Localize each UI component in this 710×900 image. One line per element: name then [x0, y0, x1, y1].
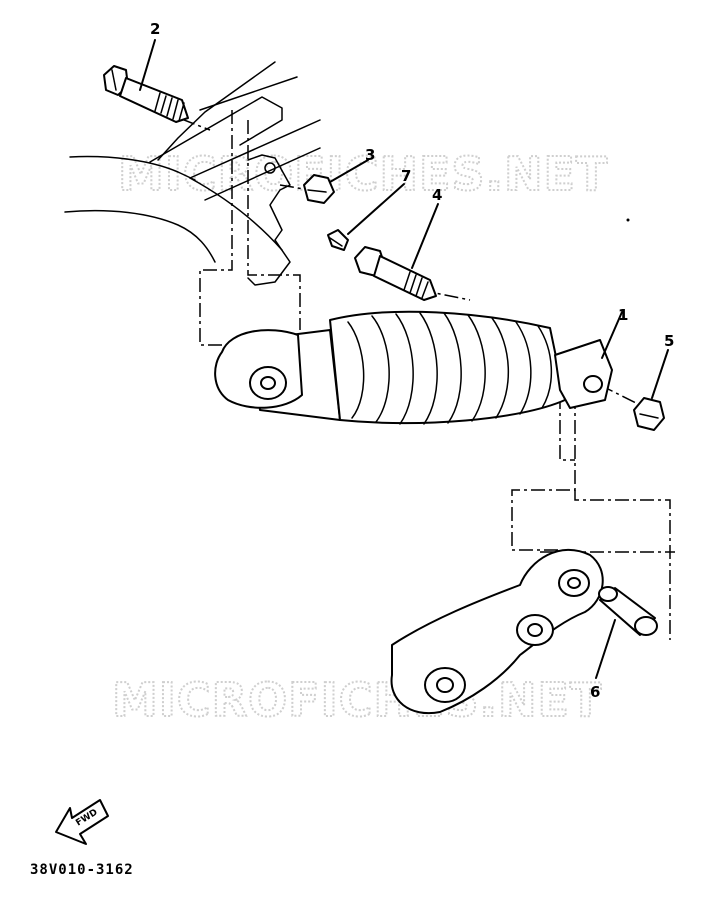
shock-absorber: 1 — [214, 306, 628, 425]
upper-bolt: 2 — [103, 20, 189, 123]
relay-arm — [390, 548, 604, 715]
watermark-top: MICROFICHES.NET — [118, 147, 608, 201]
lower-nut: 5 — [633, 332, 674, 431]
grease-nipple: 7 — [327, 167, 411, 251]
callout-7: 7 — [401, 167, 411, 185]
frame-outline — [64, 61, 321, 286]
callout-1: 1 — [618, 306, 628, 324]
speck — [626, 218, 630, 222]
collar: 6 — [590, 586, 658, 701]
upper-nut: 3 — [303, 146, 375, 204]
callout-2: 2 — [150, 20, 160, 38]
fwd-arrow-icon: FWD — [55, 799, 109, 845]
watermark-bottom: MICROFICHES.NET — [112, 673, 602, 727]
callout-4: 4 — [432, 186, 442, 204]
lower-bolt: 4 — [354, 186, 442, 301]
callout-6: 6 — [590, 683, 600, 701]
callout-3: 3 — [365, 146, 375, 164]
drawing-code: 38V010-3162 — [30, 862, 134, 878]
callout-5: 5 — [664, 332, 674, 350]
